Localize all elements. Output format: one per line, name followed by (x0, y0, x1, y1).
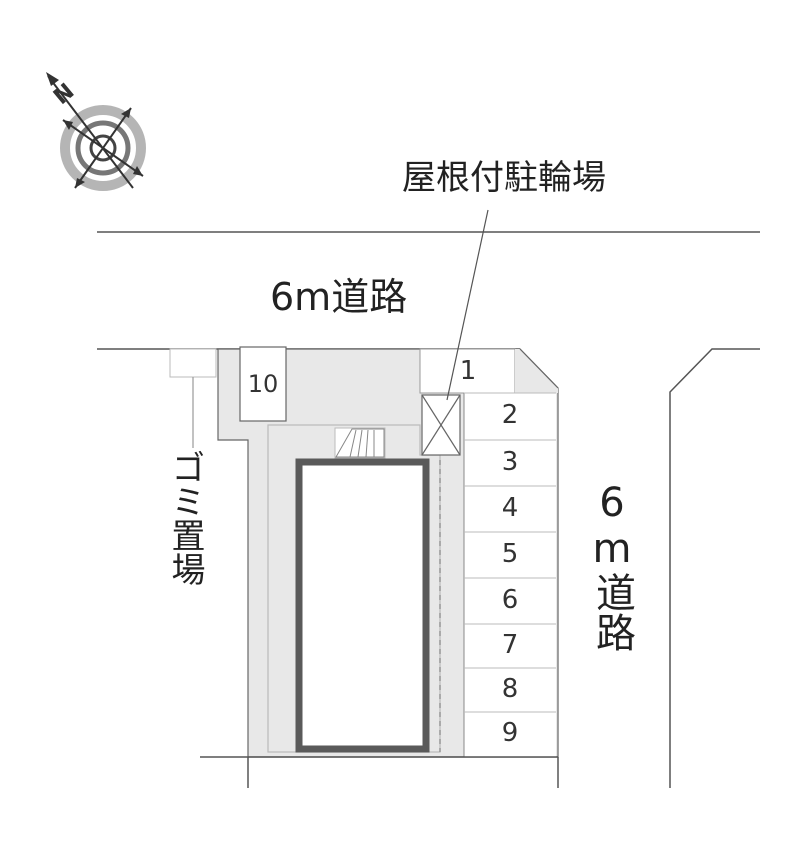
parking-slot-1: 1 (459, 356, 477, 386)
building-outline (295, 458, 430, 753)
parking-slot-4: 4 (501, 493, 519, 523)
corner-cut (515, 349, 558, 393)
parking-slot-3: 3 (501, 447, 519, 477)
bicycle-parking-label: 屋根付駐輪場 (402, 158, 606, 198)
road-edge-right (669, 348, 760, 788)
parking-slot-6: 6 (501, 585, 519, 615)
bicycle-parking-box (421, 394, 461, 456)
parking-slot-7: 7 (501, 630, 519, 660)
slot-10-box (239, 346, 287, 422)
parking-slot-2: 2 (501, 400, 519, 430)
bike-leader-line (446, 209, 489, 401)
stairs-icon (334, 427, 386, 459)
parking-slots (463, 392, 556, 757)
road-label-right: 6m道路 (589, 480, 635, 652)
parking-slot-5: 5 (501, 539, 519, 569)
road-label-top: 6m道路 (270, 275, 408, 319)
compass-icon (46, 72, 146, 191)
garbage-area-box (169, 348, 217, 448)
parking-slot-10: 10 (247, 370, 279, 398)
garbage-area-label: ゴミ置場 (165, 450, 205, 586)
parking-slot-8: 8 (501, 674, 519, 704)
parking-slot-9: 9 (501, 718, 519, 748)
